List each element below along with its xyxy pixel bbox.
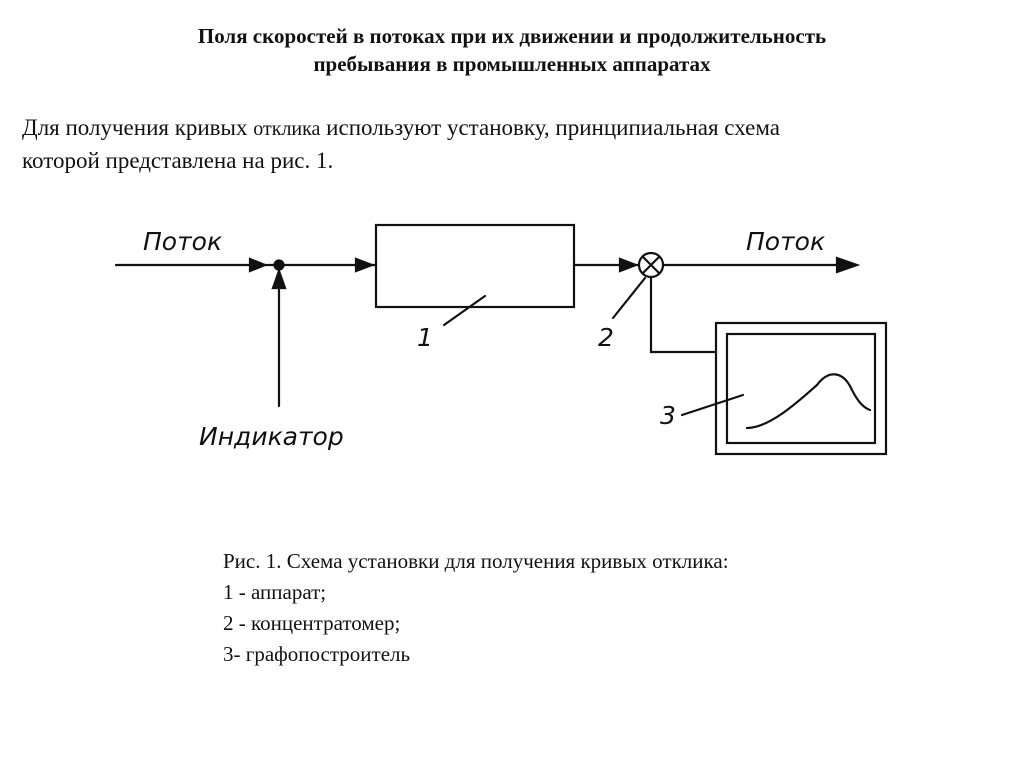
caption-item-2: 2 - концентратомер; — [223, 611, 401, 635]
recorder-outer — [714, 321, 888, 456]
intro-text-c: используют установку, принципиальная схе… — [320, 115, 780, 140]
label-3-leader — [680, 393, 745, 417]
intro-text-b: отклика — [253, 118, 321, 140]
outlet-arrow — [835, 256, 861, 274]
recorder-screen — [725, 332, 877, 445]
flow-in-label: Поток — [143, 227, 222, 256]
page-title: Поля скоростей в потоках при их движении… — [0, 22, 1024, 78]
indicator-label: Индикатор — [199, 422, 344, 451]
apparatus-box — [374, 223, 576, 309]
intro-text-a: Для получения кривых — [22, 115, 254, 140]
figure-caption: Рис. 1. Схема установки для получения кр… — [223, 546, 923, 670]
caption-item-1: 1 - аппарат; — [223, 580, 327, 604]
label-1: 1 — [417, 323, 433, 352]
title-line-1: Поля скоростей в потоках при их движении… — [197, 24, 827, 48]
response-curve — [745, 373, 872, 430]
indicator-arrow — [271, 267, 287, 290]
intro-line-2: которой представлена на рис. 1. — [22, 148, 334, 173]
flow-out-label: Поток — [746, 227, 825, 256]
sensor-cross-b — [641, 255, 661, 275]
intro-paragraph: Для получения кривых отклика используют … — [22, 112, 1002, 176]
label-3: 3 — [660, 401, 676, 430]
signal-line — [649, 275, 718, 354]
sensor-inlet-arrow — [618, 257, 640, 273]
label-2: 2 — [598, 323, 614, 352]
title-line-2: пребывания в промышленных аппаратах — [313, 52, 711, 76]
intro-line-1: Для получения кривых отклика используют … — [22, 112, 1002, 145]
inlet-arrow-2 — [354, 257, 376, 273]
label-2-leader — [611, 276, 647, 320]
caption-item-3: 3- графопостроитель — [223, 642, 411, 666]
inlet-arrow-1 — [248, 257, 268, 273]
caption-title: Рис. 1. Схема установки для получения кр… — [223, 549, 729, 573]
label-1-leader — [442, 294, 487, 327]
